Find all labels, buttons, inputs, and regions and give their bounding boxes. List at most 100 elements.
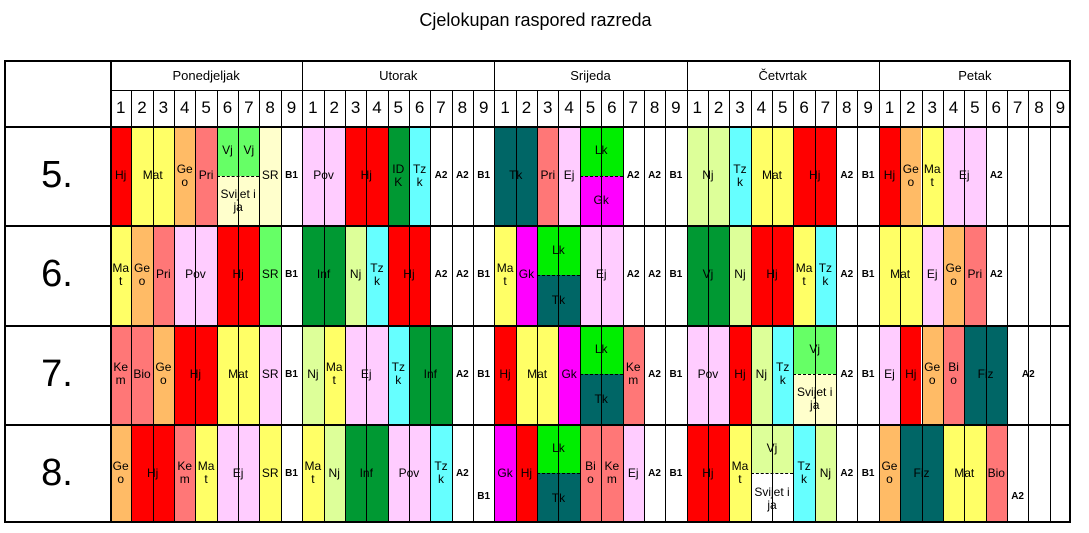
lesson-cell[interactable]: B1: [280, 126, 303, 226]
lesson-cell[interactable]: Ej: [942, 126, 986, 226]
lesson-cell[interactable]: Mat: [750, 126, 794, 226]
lesson-cell[interactable]: Hj: [216, 225, 260, 325]
lesson-cell[interactable]: Pri: [537, 126, 559, 226]
lesson-cell[interactable]: Gk: [515, 225, 538, 325]
lesson-cell[interactable]: SR: [259, 324, 281, 424]
lesson-cell[interactable]: Mat: [131, 126, 175, 226]
lesson-cell[interactable]: B1: [857, 423, 879, 523]
lesson-cell[interactable]: Hj: [174, 324, 217, 424]
lesson-cell[interactable]: Ke m: [110, 324, 132, 424]
lesson-cell[interactable]: Hj: [344, 126, 388, 226]
lesson-cell[interactable]: Ma t: [793, 225, 815, 325]
lesson-cell[interactable]: Pri: [964, 225, 986, 325]
lesson-cell[interactable]: Lk: [579, 126, 623, 176]
lesson-cell[interactable]: B1: [665, 423, 687, 523]
lesson-cell[interactable]: Ej: [558, 126, 580, 226]
lesson-cell[interactable]: A2: [836, 423, 858, 523]
lesson-cell[interactable]: B1: [857, 126, 879, 226]
lesson-cell[interactable]: Pov: [686, 324, 730, 424]
lesson-cell[interactable]: ID K: [387, 126, 409, 226]
lesson-cell[interactable]: Hj: [686, 423, 730, 523]
lesson-cell[interactable]: A2: [430, 126, 452, 226]
lesson-cell[interactable]: Vj: [686, 225, 730, 325]
lesson-cell[interactable]: A2: [622, 225, 644, 325]
lesson-cell[interactable]: A2: [451, 225, 474, 325]
lesson-cell[interactable]: Mat: [942, 423, 986, 523]
lesson-cell[interactable]: Tz k: [729, 126, 751, 226]
lesson-cell[interactable]: B1: [857, 225, 879, 325]
lesson-cell[interactable]: Hj: [110, 126, 132, 226]
lesson-cell[interactable]: Hj: [750, 225, 794, 325]
lesson-cell[interactable]: Lk: [579, 324, 623, 375]
lesson-cell[interactable]: Nj: [814, 423, 837, 523]
lesson-cell[interactable]: Gk: [579, 175, 623, 226]
lesson-cell[interactable]: Ej: [878, 324, 901, 424]
lesson-cell[interactable]: Hj: [387, 225, 431, 325]
lesson-cell[interactable]: A2: [836, 324, 858, 424]
lesson-cell[interactable]: Nj: [302, 324, 324, 424]
lesson-cell[interactable]: Ge o: [921, 324, 943, 424]
lesson-cell[interactable]: Inf: [344, 423, 388, 523]
lesson-cell[interactable]: Tz k: [366, 225, 388, 325]
lesson-cell[interactable]: Fiz: [900, 423, 943, 523]
lesson-cell[interactable]: Ge o: [174, 126, 196, 226]
lesson-cell[interactable]: B1: [473, 126, 495, 226]
lesson-cell[interactable]: Hj: [515, 423, 538, 523]
lesson-cell[interactable]: B1: [665, 126, 687, 226]
lesson-cell[interactable]: Tz k: [430, 423, 452, 523]
lesson-cell[interactable]: A2: [430, 225, 452, 325]
lesson-cell[interactable]: Ej: [921, 225, 943, 325]
lesson-cell[interactable]: Pov: [174, 225, 217, 325]
lesson-cell[interactable]: Mat: [216, 324, 260, 424]
lesson-cell[interactable]: Pri: [195, 126, 217, 226]
lesson-cell[interactable]: Vj: [216, 126, 239, 176]
lesson-cell[interactable]: A2: [836, 225, 858, 325]
lesson-cell[interactable]: B1: [857, 324, 879, 424]
lesson-cell[interactable]: Ge o: [878, 423, 901, 523]
lesson-cell[interactable]: A2: [643, 225, 666, 325]
lesson-cell[interactable]: A2: [451, 126, 474, 226]
lesson-cell[interactable]: Inf: [302, 225, 345, 325]
lesson-cell[interactable]: Inf: [408, 324, 452, 424]
lesson-cell[interactable]: B1: [473, 423, 495, 523]
lesson-cell[interactable]: Vj: [750, 423, 794, 474]
lesson-cell[interactable]: A2: [985, 225, 1007, 325]
lesson-cell[interactable]: Ke m: [601, 423, 623, 523]
lesson-cell[interactable]: Tk: [494, 126, 538, 226]
lesson-cell[interactable]: Ke m: [174, 423, 196, 523]
lesson-cell[interactable]: A2: [622, 126, 644, 226]
lesson-cell[interactable]: B1: [280, 225, 303, 325]
lesson-cell[interactable]: Tz k: [772, 324, 794, 424]
lesson-cell[interactable]: A2: [451, 423, 474, 523]
lesson-cell[interactable]: Bi o: [942, 324, 965, 424]
lesson-cell[interactable]: B1: [280, 324, 303, 424]
lesson-cell[interactable]: Hj: [900, 324, 922, 424]
lesson-cell[interactable]: Ej: [216, 423, 260, 523]
lesson-cell[interactable]: Gk: [494, 423, 516, 523]
lesson-cell[interactable]: Tk: [579, 374, 623, 424]
lesson-cell[interactable]: Ge o: [152, 324, 175, 424]
lesson-cell[interactable]: Ma t: [921, 126, 943, 226]
lesson-cell[interactable]: Ge o: [942, 225, 965, 325]
lesson-cell[interactable]: Vj: [238, 126, 260, 176]
lesson-cell[interactable]: Hj: [494, 324, 516, 424]
lesson-cell[interactable]: Ej: [622, 423, 644, 523]
lesson-cell[interactable]: A2: [985, 126, 1007, 226]
lesson-cell[interactable]: Ge o: [131, 225, 153, 325]
lesson-cell[interactable]: A2: [451, 324, 474, 424]
lesson-cell[interactable]: Tz k: [793, 423, 815, 523]
lesson-cell[interactable]: Pri: [152, 225, 175, 325]
lesson-cell[interactable]: Bio: [985, 423, 1007, 523]
lesson-cell[interactable]: A2: [643, 126, 666, 226]
lesson-cell[interactable]: SR: [259, 423, 281, 523]
lesson-cell[interactable]: A2: [643, 324, 666, 424]
lesson-cell[interactable]: Hj: [878, 126, 901, 226]
lesson-cell[interactable]: Nj: [323, 423, 345, 523]
lesson-cell[interactable]: Ma t: [494, 225, 516, 325]
lesson-cell[interactable]: Ej: [579, 225, 623, 325]
lesson-cell[interactable]: Svijet i ja: [750, 473, 794, 523]
lesson-cell[interactable]: Nj: [729, 225, 751, 325]
lesson-cell[interactable]: A2: [1006, 423, 1029, 523]
lesson-cell[interactable]: Svijet i ja: [216, 175, 260, 226]
lesson-cell[interactable]: Nj: [344, 225, 367, 325]
